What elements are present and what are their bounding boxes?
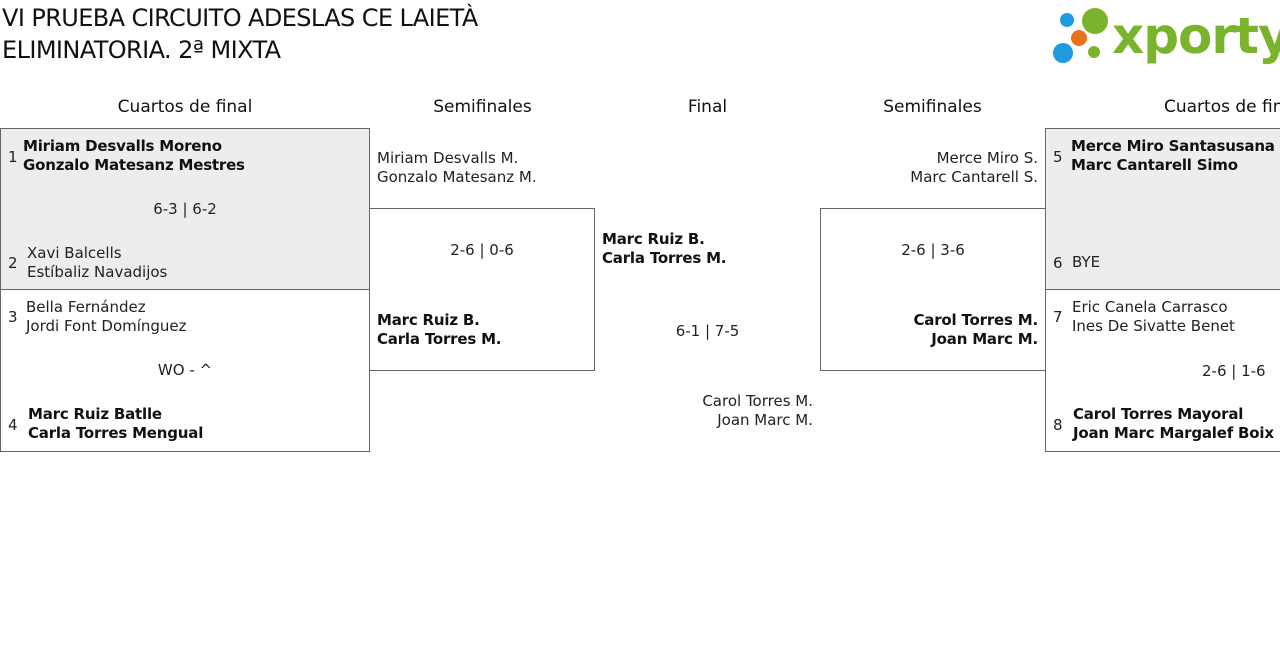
match-score: 2-6 | 0-6 xyxy=(450,241,514,259)
player-name: Estíbaliz Navadijos xyxy=(27,263,168,281)
player-name: Carla Torres Mengual xyxy=(28,424,204,442)
finalist-name: Carol Torres M. xyxy=(702,392,813,410)
semifinal-player-name: Joan Marc M. xyxy=(931,330,1038,348)
round-header-left-quarters: Cuartos de final xyxy=(117,97,253,117)
player-name: Jordi Font Domínguez xyxy=(26,317,187,335)
page-title-line2: ELIMINATORIA. 2ª MIXTA xyxy=(2,36,281,64)
finalist-name: Carla Torres M. xyxy=(602,249,727,267)
match-score: 2-6 | 3-6 xyxy=(901,241,965,259)
seed-number: 4 xyxy=(8,416,18,434)
player-name: Marc Ruiz Batlle xyxy=(28,405,162,423)
left-semifinal-match: 2-6 | 0-6 Marc Ruiz B. Carla Torres M. xyxy=(369,208,595,371)
right-semifinal-match: 2-6 | 3-6 Carol Torres M. Joan Marc M. xyxy=(820,208,1046,371)
match-score: 6-3 | 6-2 xyxy=(153,200,217,218)
seed-number: 7 xyxy=(1053,308,1063,326)
semifinal-player-name: Marc Cantarell S. xyxy=(910,168,1038,186)
logo-wordmark: xporty xyxy=(1112,7,1280,65)
match-score: 2-6 | 1-6 xyxy=(1202,362,1266,380)
seed-number: 5 xyxy=(1053,148,1063,166)
seed-number: 1 xyxy=(8,148,18,166)
semifinal-player-name: Carol Torres M. xyxy=(913,311,1039,329)
seed-number: 3 xyxy=(8,308,18,326)
player-name: Eric Canela Carrasco xyxy=(1072,298,1228,316)
player-name: Merce Miro Santasusana xyxy=(1071,137,1275,155)
player-name: Marc Cantarell Simo xyxy=(1071,156,1238,174)
player-name: Joan Marc Margalef Boix xyxy=(1073,424,1274,442)
semifinal-player-name: Carla Torres M. xyxy=(377,330,502,348)
player-name: Carol Torres Mayoral xyxy=(1073,405,1244,423)
match-score: WO - ^ xyxy=(157,361,213,379)
xporty-logo: xporty xyxy=(1050,4,1280,68)
right-quarter-match-1: 5 Merce Miro Santasusana Marc Cantarell … xyxy=(1045,128,1280,290)
player-name: Gonzalo Matesanz Mestres xyxy=(23,156,245,174)
round-header-right-semis: Semifinales xyxy=(883,97,982,117)
final-score: 6-1 | 7-5 xyxy=(675,322,740,340)
seed-number: 2 xyxy=(8,254,18,272)
seed-number: 8 xyxy=(1053,416,1063,434)
round-header-left-semis: Semifinales xyxy=(433,97,532,117)
page-title-line1: VI PRUEBA CIRCUITO ADESLAS CE LAIETÀ xyxy=(2,4,478,32)
left-quarter-match-2: 3 Bella Fernández Jordi Font Domínguez W… xyxy=(0,289,370,452)
finalist-name: Joan Marc M. xyxy=(717,411,813,429)
semifinal-player-name: Marc Ruiz B. xyxy=(377,311,480,329)
semifinal-player-name: Gonzalo Matesanz M. xyxy=(377,168,537,186)
seed-number: 6 xyxy=(1053,254,1063,272)
semifinal-player-name: Merce Miro S. xyxy=(936,149,1038,167)
player-name: Bella Fernández xyxy=(26,298,146,316)
logo-dots-icon xyxy=(1053,8,1108,63)
player-name: BYE xyxy=(1072,253,1101,271)
finalist-name: Marc Ruiz B. xyxy=(602,230,705,248)
player-name: Xavi Balcells xyxy=(27,244,122,262)
player-name: Ines De Sivatte Benet xyxy=(1072,317,1235,335)
left-quarter-match-1: 1 Miriam Desvalls Moreno Gonzalo Matesan… xyxy=(0,128,370,290)
right-quarter-match-2: 7 Eric Canela Carrasco Ines De Sivatte B… xyxy=(1045,289,1280,452)
round-header-right-quarters: Cuartos de final xyxy=(1164,97,1280,117)
round-header-final: Final xyxy=(687,97,728,117)
semifinal-player-name: Miriam Desvalls M. xyxy=(377,149,519,167)
player-name: Miriam Desvalls Moreno xyxy=(23,137,222,155)
